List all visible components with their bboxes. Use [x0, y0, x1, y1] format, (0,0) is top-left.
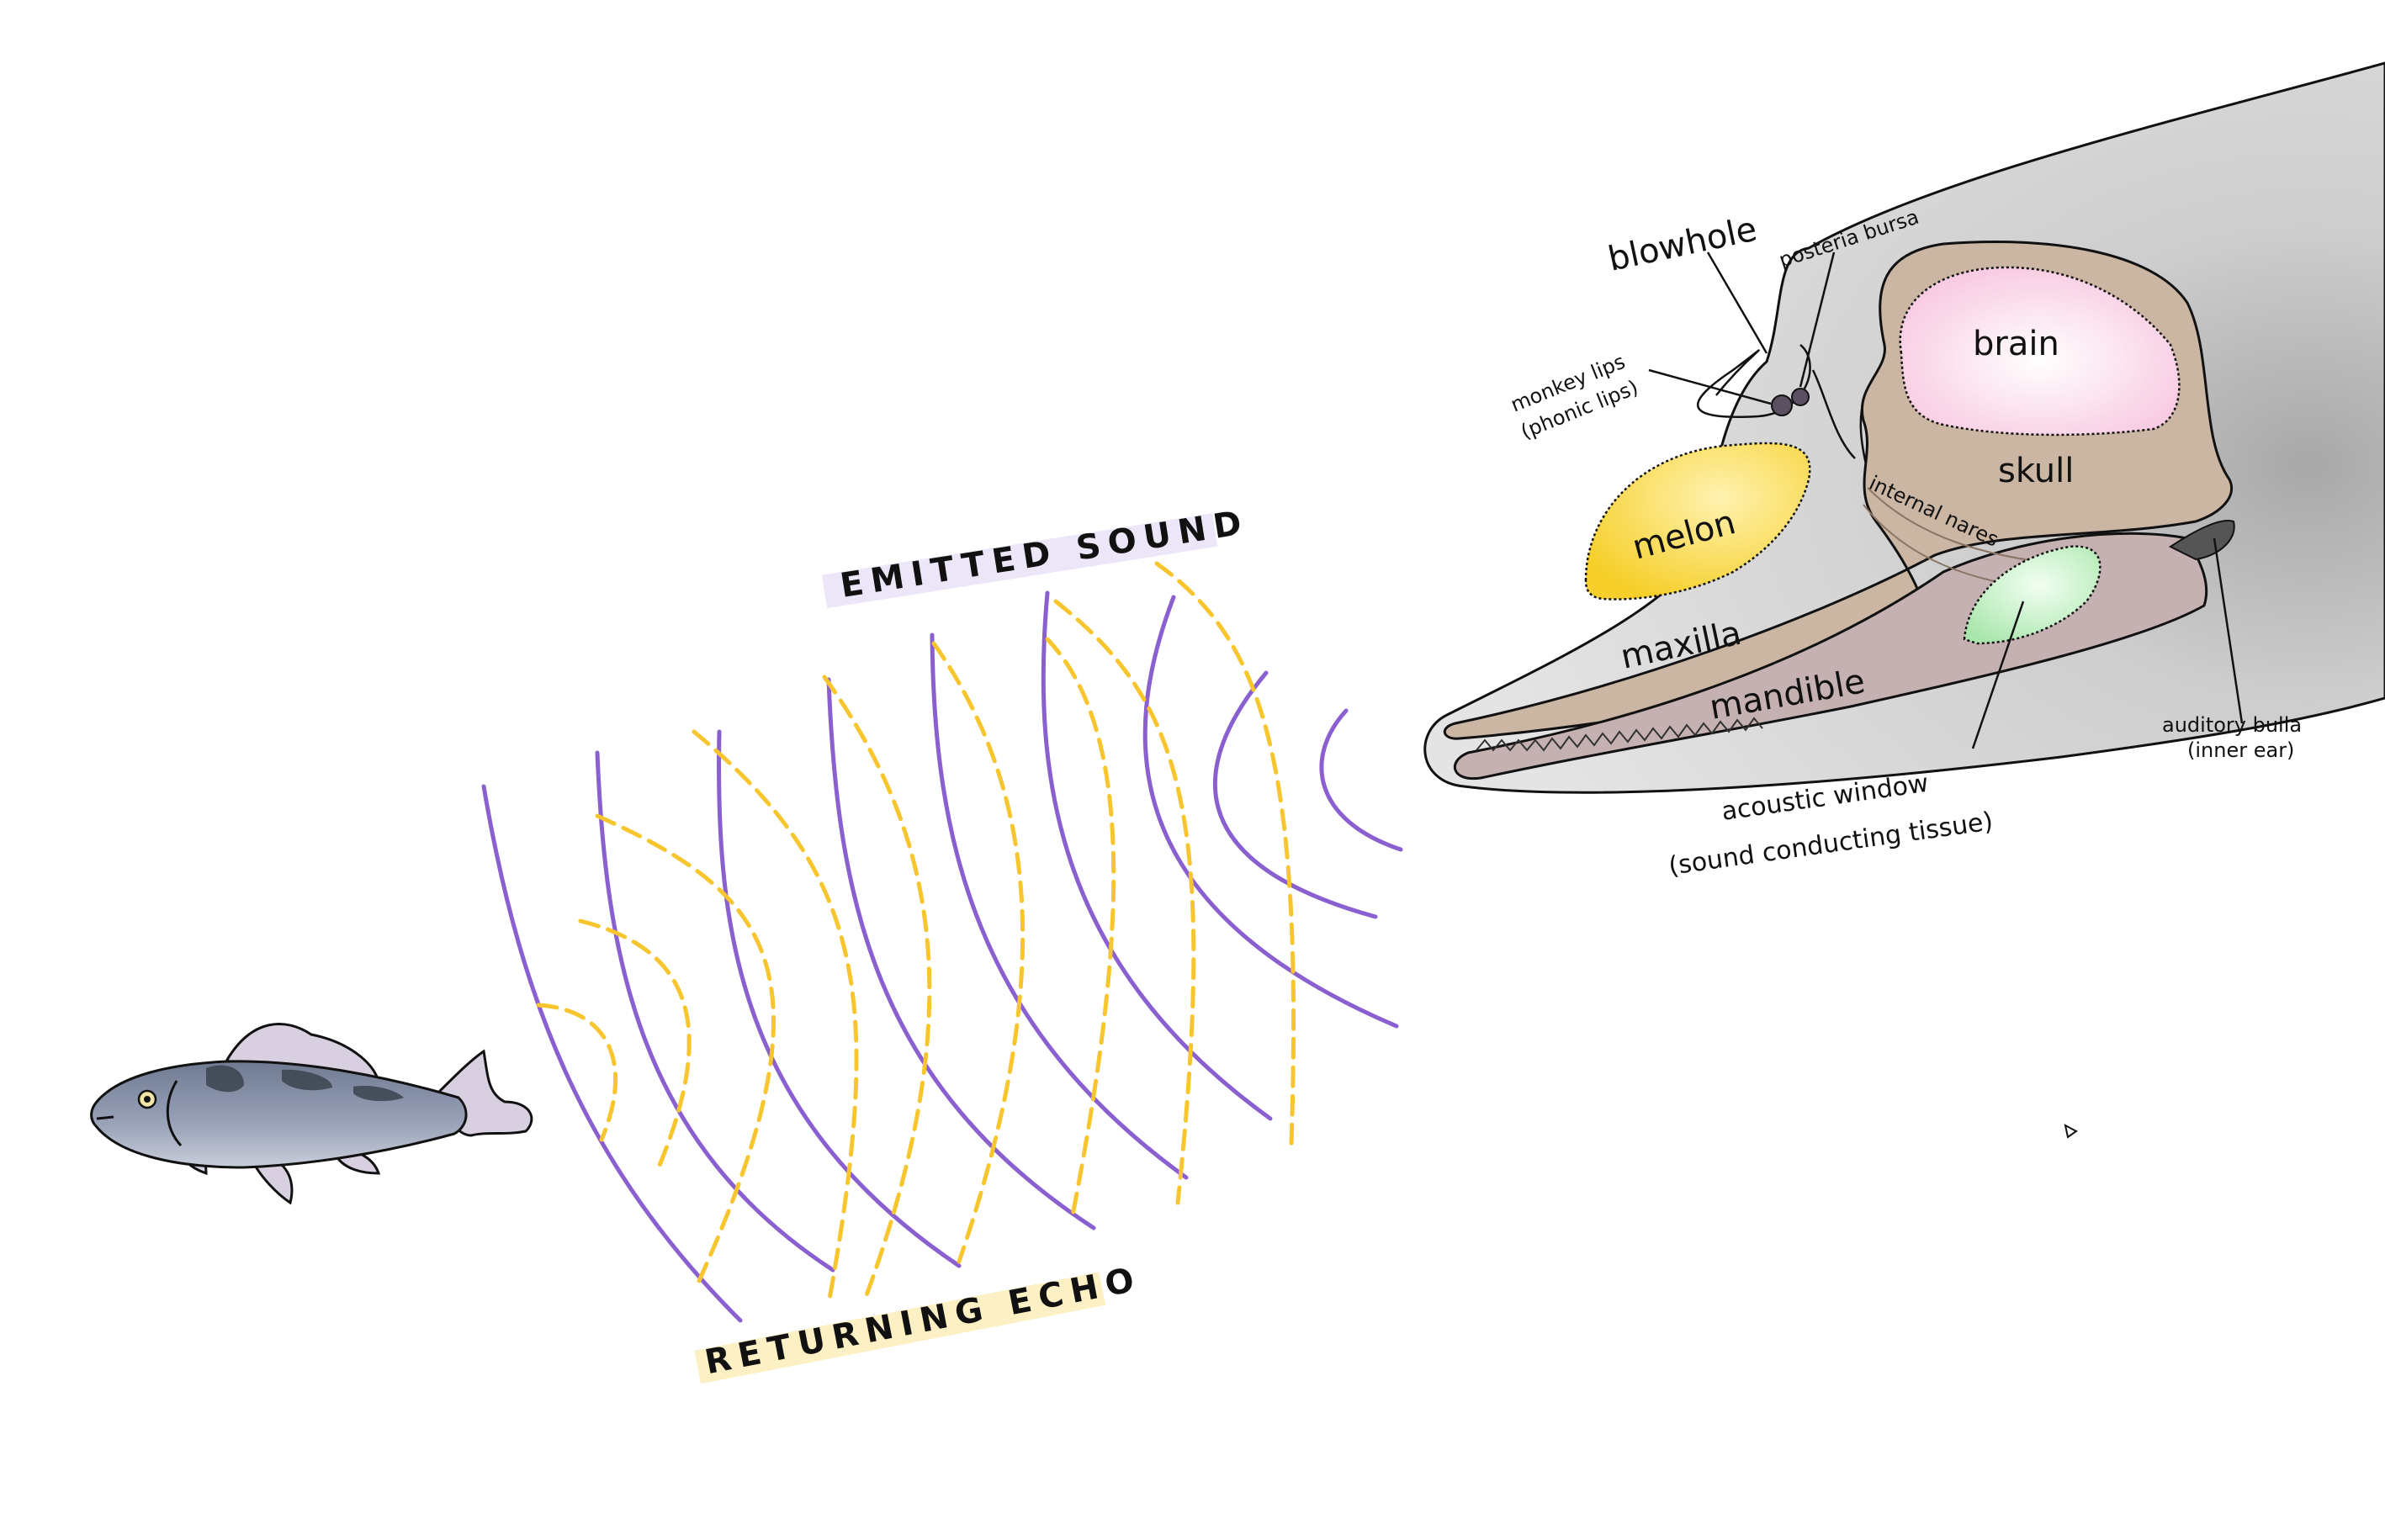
auditory-bulla-label: auditory bulla: [2162, 713, 2302, 737]
echo-wave-8: [1053, 599, 1196, 1205]
inner-ear-label: (inner ear): [2187, 738, 2294, 762]
returning-echo-label: RETURNING ECHO: [702, 1259, 1145, 1382]
echo-wave-6: [931, 641, 1026, 1264]
emitted-wave-7: [1142, 595, 1399, 1029]
emitted-wave-8: [1212, 670, 1378, 919]
emitted-sound-banner: EMITTED SOUND: [821, 503, 1252, 609]
echo-wave-9: [1154, 561, 1296, 1146]
dolphin-head-icon: [1423, 61, 2385, 794]
brain-label: brain: [1973, 325, 2059, 363]
emitted-wave-2: [595, 750, 835, 1273]
emitted-wave-1: [481, 784, 743, 1323]
small-triangle-mark: [2064, 1124, 2078, 1139]
echo-wave-2: [578, 918, 692, 1176]
emitted-wave-6: [1041, 590, 1273, 1121]
sound-conducting-tissue-label: (sound conducting tissue): [1667, 807, 1995, 881]
emitted-wave-4: [826, 677, 1096, 1230]
echo-wave-3: [595, 813, 776, 1285]
emitted-wave-3: [717, 729, 962, 1268]
blowhole-label: blowhole: [1605, 210, 1761, 279]
fish-icon: [90, 1023, 533, 1205]
echo-wave-4: [692, 729, 859, 1306]
echo-wave-1: [536, 1003, 617, 1142]
echo-wave-5: [822, 675, 932, 1298]
emitted-wave-9: [1319, 708, 1403, 852]
sound-waves: [481, 561, 1403, 1323]
skull-label: skull: [1998, 452, 2074, 490]
returning-echo-banner: RETURNING ECHO: [694, 1259, 1145, 1384]
echo-wave-7: [1045, 637, 1116, 1218]
emitted-wave-5: [930, 632, 1189, 1180]
label-leaders: [1648, 251, 2244, 749]
